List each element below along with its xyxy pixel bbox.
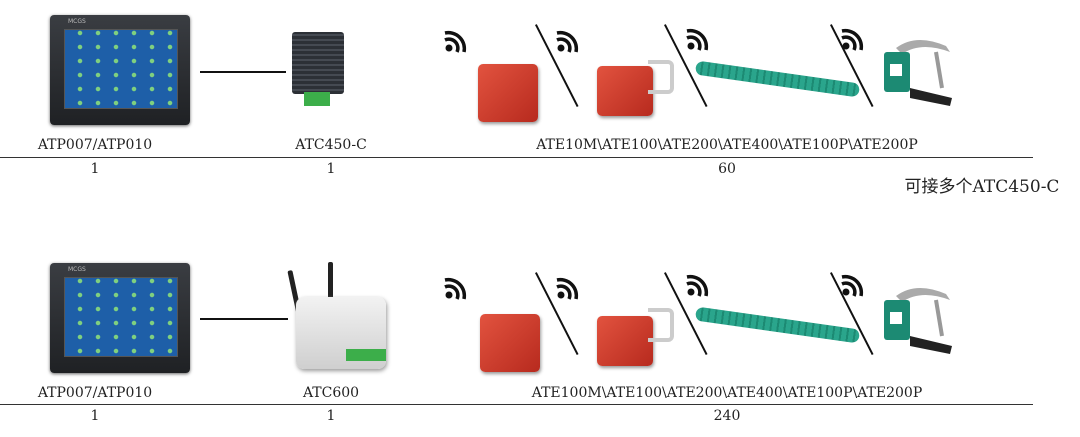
ate-sensor-box-image [480,314,540,372]
ate-fork-sensor-image [597,66,653,116]
ate-clamp-sensor-image [882,38,954,108]
table-rule [0,157,1033,158]
atc600-gateway-image [296,297,386,369]
gateway-model-label: ATC600 [302,385,360,401]
ate-fork-sensor-image [597,316,653,366]
hmi-display-image: MCGS [50,263,190,373]
sensor-models-label: ATE100M\ATE100\ATE200\ATE400\ATE100P\ATE… [531,385,923,401]
wired-connection-line [200,71,286,73]
wifi-icon [443,30,467,54]
hmi-screen [64,29,178,109]
sensor-models-label: ATE10M\ATE100\ATE200\ATE400\ATE100P\ATE2… [536,137,918,153]
display-quantity: 1 [90,408,100,424]
hmi-screen [64,277,178,357]
fork-terminal [648,60,674,94]
hmi-brand: MCGS [68,18,86,25]
ate-cable-sensor-image [694,60,861,98]
ate-clamp-sensor-image [882,286,954,356]
wifi-icon [685,274,709,298]
wifi-icon [840,28,864,52]
display-quantity: 1 [90,161,100,177]
hmi-display-image: MCGS [50,15,190,125]
hmi-brand: MCGS [68,266,86,273]
wifi-icon [685,28,709,52]
terminal-block [346,349,386,361]
sensor-quantity: 240 [713,408,741,424]
atc450-gateway-image [292,32,344,106]
wifi-icon [840,274,864,298]
display-model-label: ATP007/ATP010 [37,385,153,401]
display-model-label: ATP007/ATP010 [37,137,153,153]
gateway-quantity: 1 [326,161,336,177]
gateway-model-label: ATC450-C [295,137,367,153]
antenna [328,262,333,307]
ate-sensor-box-image [478,64,538,122]
table-rule [0,404,1033,405]
fork-terminal [648,308,674,342]
wired-connection-line [200,318,288,320]
ate-cable-sensor-image [694,306,861,344]
wifi-icon [443,277,467,301]
gateway-quantity: 1 [326,408,336,424]
sensor-quantity: 60 [718,161,736,177]
wifi-icon [555,30,579,54]
wifi-icon [555,277,579,301]
note-multiple-gateways: 可接多个ATC450-C [904,177,1060,197]
